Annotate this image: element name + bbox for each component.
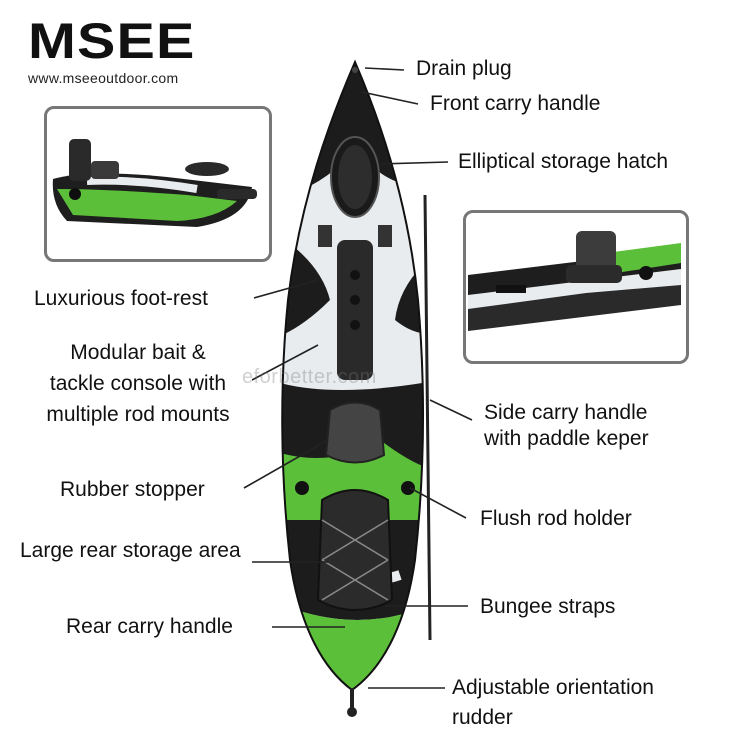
callout-side-carry-handle-line-2: with paddle keper <box>484 427 649 450</box>
callout-rubber-stopper: Rubber stopper <box>60 478 205 501</box>
callout-rudder-line-2: rudder <box>452 706 513 729</box>
callout-flush-rod-holder: Flush rod holder <box>480 507 632 530</box>
kayak-side-illustration <box>52 139 257 227</box>
callout-modular-console-line-3: multiple rod mounts <box>46 403 230 426</box>
callout-modular-console-line-1: Modular bait & <box>70 341 206 364</box>
kayak-seat-illustration <box>468 231 681 331</box>
callout-rudder: Adjustable orientation rudder <box>452 675 654 731</box>
callout-side-carry-handle: Side carry handle with paddle keper <box>484 400 649 452</box>
callout-modular-console-line-2: tackle console with <box>49 372 227 395</box>
callout-rear-carry-handle: Rear carry handle <box>66 615 233 638</box>
watermark: eforbetter.com <box>242 366 377 388</box>
callout-luxurious-foot-rest: Luxurious foot-rest <box>34 287 208 310</box>
callout-side-carry-handle-line-1: Side carry handle <box>484 401 648 424</box>
callout-large-rear-storage: Large rear storage area <box>20 539 241 562</box>
callout-bungee-straps: Bungee straps <box>480 595 616 618</box>
inset-photo-side-view <box>44 106 272 262</box>
brand-url: www.mseeoutdoor.com <box>28 70 179 86</box>
callout-elliptical-storage-hatch: Elliptical storage hatch <box>458 150 669 173</box>
brand-logo: MSEE <box>28 13 196 69</box>
brand-block: MSEE www.mseeoutdoor.com <box>28 16 194 86</box>
callout-drain-plug: Drain plug <box>416 57 512 80</box>
callout-front-carry-handle: Front carry handle <box>430 92 601 115</box>
callout-modular-console: Modular bait & tackle console with multi… <box>22 340 254 428</box>
callout-rudder-line-1: Adjustable orientation <box>452 676 654 699</box>
inset-photo-seat-view <box>463 210 689 364</box>
